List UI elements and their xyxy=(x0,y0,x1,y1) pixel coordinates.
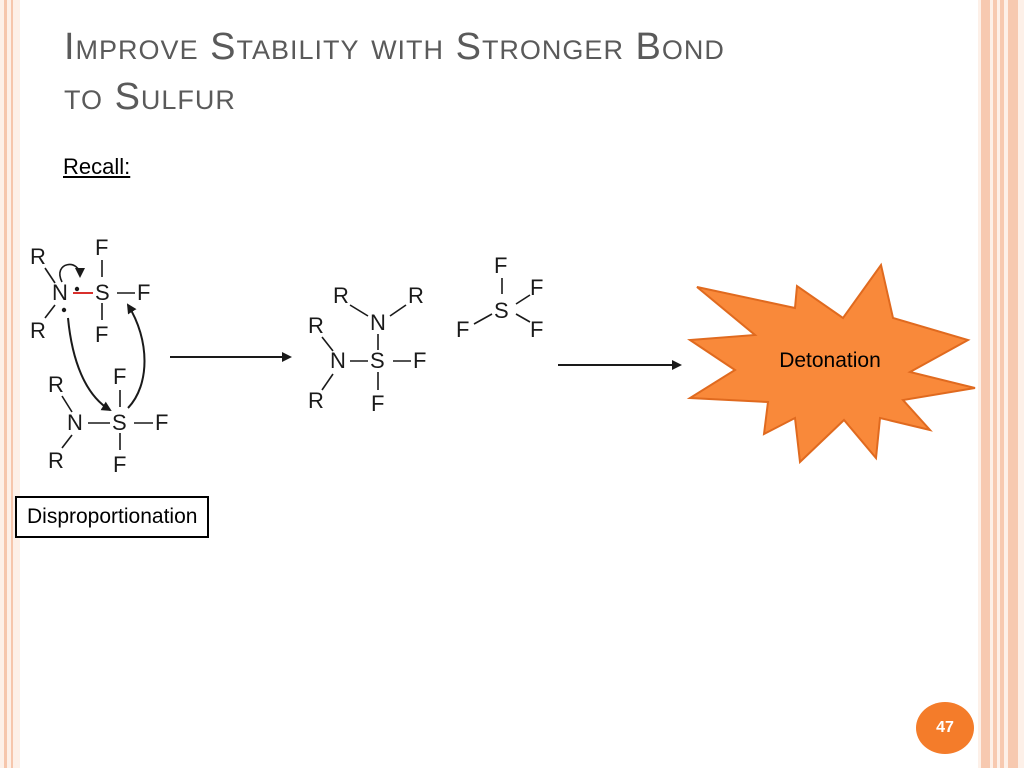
atom-f: F xyxy=(155,410,168,435)
right-border-stripe xyxy=(981,0,990,768)
right-border-stripe xyxy=(993,0,997,768)
atom-r: R xyxy=(48,372,64,397)
electron-push-arrow xyxy=(59,263,85,283)
mechanism-arrow-down xyxy=(67,317,112,412)
atom-r: R xyxy=(333,283,349,308)
atom-f: F xyxy=(456,317,469,342)
atom-f: F xyxy=(95,235,108,260)
detonation-burst-shape xyxy=(686,262,976,465)
atom-f: F xyxy=(95,322,108,347)
atom-n: N xyxy=(370,310,386,335)
page-number-badge: 47 xyxy=(916,702,974,754)
atom-r: R xyxy=(408,283,424,308)
slide-title: Improve Stability with Stronger Bond to … xyxy=(64,22,944,122)
detonation-label: Detonation xyxy=(779,349,881,372)
title-line-2: to Sulfur xyxy=(64,76,236,118)
atom-f: F xyxy=(530,317,543,342)
atom-r: R xyxy=(308,313,324,338)
atom-s: S xyxy=(370,348,385,373)
atom-f: F xyxy=(137,280,150,305)
left-border-stripe xyxy=(4,0,7,768)
atom-f: F xyxy=(494,253,507,278)
atom-s: S xyxy=(494,298,509,323)
atom-f: F xyxy=(113,364,126,389)
molecule-aminosulfur-trifluoride-bottom: R R N S F F F xyxy=(48,364,168,477)
recall-label: Recall: xyxy=(63,154,131,179)
right-border-stripe xyxy=(1008,0,1018,768)
atom-f: F xyxy=(413,348,426,373)
atom-s: S xyxy=(112,410,127,435)
atom-f: F xyxy=(113,452,126,477)
lone-pair-dot xyxy=(61,307,67,313)
mechanism-arrow-up xyxy=(126,303,146,409)
lone-pair-dot xyxy=(74,286,80,292)
molecule-aminosulfur-trifluoride-top: R R N S F F F xyxy=(30,235,150,347)
atom-n: N xyxy=(330,348,346,373)
atom-r: R xyxy=(48,448,64,473)
title-line-1: Improve Stability with Stronger Bond xyxy=(64,26,725,68)
atom-n: N xyxy=(67,410,83,435)
atom-r: R xyxy=(30,244,46,269)
atom-n: N xyxy=(52,280,68,305)
molecule-bis-aminosulfur-difluoride: R R N R R N S F F xyxy=(308,283,426,416)
molecule-sulfur-tetrafluoride: F S F F F xyxy=(456,253,543,342)
left-border-stripe xyxy=(11,0,13,768)
atom-s: S xyxy=(95,280,110,305)
right-border-stripe xyxy=(1000,0,1004,768)
atom-f: F xyxy=(530,275,543,300)
atom-f: F xyxy=(371,391,384,416)
disproportionation-box: Disproportionation xyxy=(15,496,210,538)
atom-r: R xyxy=(308,388,324,413)
atom-r: R xyxy=(30,318,46,343)
